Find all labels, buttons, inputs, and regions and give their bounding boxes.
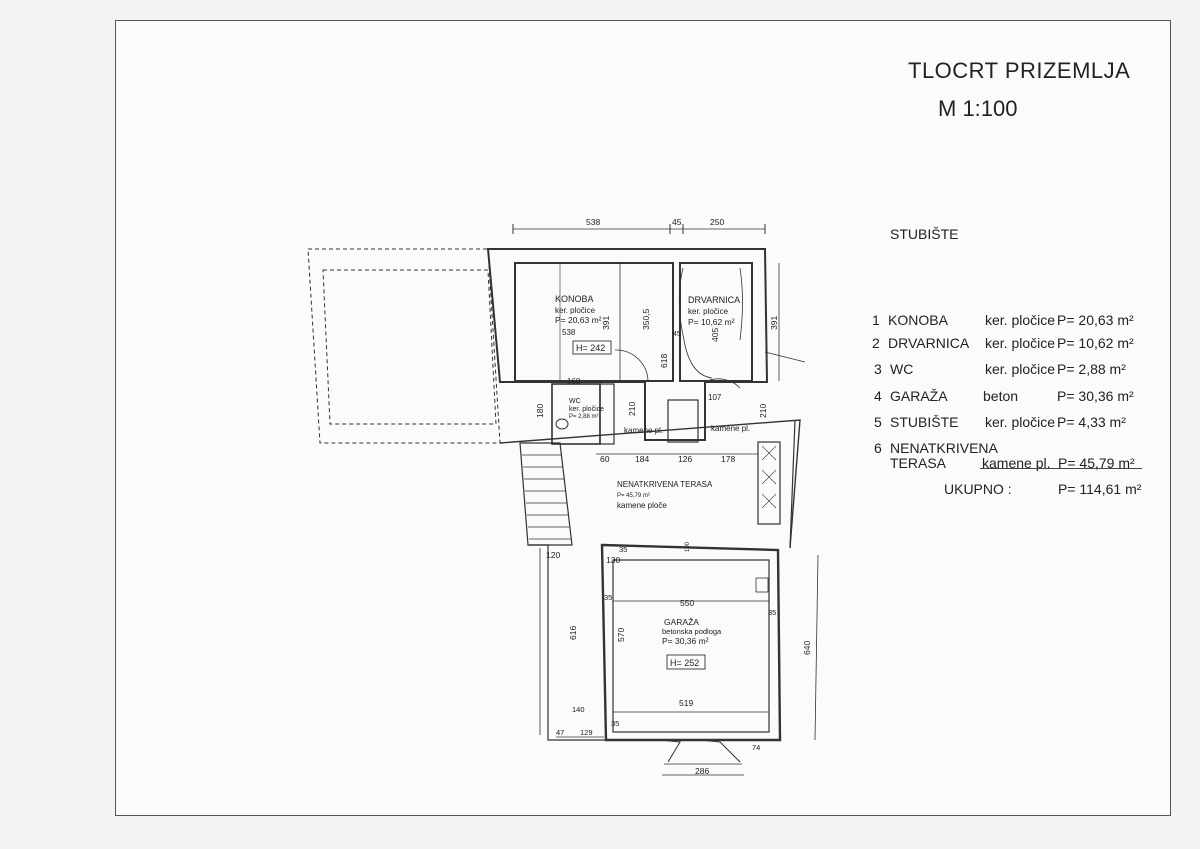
room-name: NENATKRIVENA (890, 440, 998, 456)
room-number: 4 (874, 388, 882, 404)
drawing-title: TLOCRT PRIZEMLJA (908, 58, 1131, 83)
dashed-terrace-outline (307, 248, 501, 444)
room-number: 3 (874, 361, 882, 377)
svg-text:184: 184 (635, 454, 649, 464)
svg-text:178: 178 (721, 454, 735, 464)
svg-text:P= 2,88 m²: P= 2,88 m² (569, 414, 599, 420)
svg-text:kamene ploče: kamene ploče (617, 501, 667, 510)
garaza-label: GARAŽA (664, 617, 699, 627)
svg-text:550: 550 (680, 598, 694, 608)
svg-text:130: 130 (606, 555, 620, 565)
total-rule (980, 468, 1142, 469)
room-name: DRVARNICA (888, 335, 970, 351)
svg-text:35: 35 (619, 545, 627, 554)
room-finish: ker. pločice (985, 312, 1056, 328)
svg-text:140: 140 (572, 705, 585, 714)
garage-inner (612, 559, 770, 733)
room-name: STUBIŠTE (890, 414, 959, 430)
konoba-room (514, 262, 674, 382)
svg-text:519: 519 (679, 698, 693, 708)
svg-text:107: 107 (708, 393, 722, 402)
room-name-line2: TERASA (890, 455, 947, 471)
svg-text:286: 286 (695, 766, 709, 776)
svg-text:126: 126 (678, 454, 692, 464)
svg-text:210: 210 (627, 402, 637, 416)
svg-text:405: 405 (710, 328, 720, 342)
room-name: GARAŽA (890, 388, 948, 404)
svg-text:45: 45 (672, 217, 682, 227)
garaza-height: H= 252 (670, 658, 699, 668)
total-label: UKUPNO : (944, 481, 1012, 497)
svg-text:47: 47 (556, 728, 564, 737)
room-finish: ker. pločice (985, 335, 1056, 351)
drvarnica-room (679, 262, 753, 382)
svg-text:120: 120 (546, 550, 560, 560)
terasa-label: NENATKRIVENA TERASA (617, 480, 713, 489)
drawing-sheet (115, 20, 1171, 816)
svg-text:129: 129 (580, 728, 593, 737)
room-number: 2 (872, 335, 880, 351)
svg-text:WC: WC (569, 398, 581, 405)
room-number: 5 (874, 414, 882, 430)
stairs (519, 442, 573, 546)
svg-text:210: 210 (758, 404, 768, 418)
room-area: P= 30,36 m² (1057, 388, 1134, 404)
svg-text:538: 538 (562, 328, 576, 337)
room-area: P= 2,88 m² (1057, 361, 1126, 377)
svg-text:180: 180 (535, 404, 545, 418)
dashed-inner-outline (322, 269, 497, 425)
svg-text:640: 640 (802, 641, 812, 655)
svg-text:60: 60 (600, 454, 610, 464)
svg-text:250: 250 (710, 217, 724, 227)
svg-text:P= 30,36 m²: P= 30,36 m² (662, 636, 709, 646)
room-number: 6 (874, 440, 882, 456)
konoba-height: H= 242 (576, 343, 605, 353)
room-area: P= 45,79 m² (1058, 455, 1135, 471)
svg-text:kamene pl.: kamene pl. (711, 424, 750, 433)
garage-outer-wall (600, 543, 782, 742)
drvarnica-label: DRVARNICA (688, 295, 740, 305)
svg-text:160: 160 (567, 377, 581, 386)
stair-heading: STUBIŠTE (890, 226, 959, 242)
svg-text:35: 35 (768, 608, 776, 617)
room-area: P= 4,33 m² (1057, 414, 1126, 430)
svg-text:35: 35 (604, 593, 612, 602)
svg-text:391: 391 (601, 316, 611, 330)
svg-text:538: 538 (586, 217, 600, 227)
room-number: 1 (872, 312, 880, 328)
svg-text:45: 45 (673, 331, 681, 338)
svg-text:74: 74 (752, 743, 760, 752)
drawing-scale: M 1:100 (938, 96, 1018, 121)
svg-text:100: 100 (685, 541, 691, 552)
room-finish: beton (983, 388, 1019, 404)
svg-text:618: 618 (659, 354, 669, 368)
svg-text:P= 20,63 m²: P= 20,63 m² (555, 315, 602, 325)
room-area: P= 10,62 m² (1057, 335, 1134, 351)
room-name: KONOBA (888, 312, 948, 328)
svg-text:betonska podloga: betonska podloga (662, 627, 722, 636)
konoba-label: KONOBA (555, 294, 594, 304)
room-finish: ker. pločice (985, 361, 1056, 377)
room-finish: kamene pl. (982, 455, 1051, 471)
room-name: WC (890, 361, 914, 377)
svg-text:kamene pl.: kamene pl. (624, 426, 663, 435)
svg-text:P= 10,62 m²: P= 10,62 m² (688, 317, 735, 327)
svg-text:35: 35 (611, 719, 619, 728)
svg-text:350,5: 350,5 (641, 308, 651, 330)
total-area: P= 114,61 m² (1058, 481, 1142, 497)
planter-box (757, 441, 781, 525)
room-finish: ker. pločice (985, 414, 1056, 430)
svg-text:616: 616 (568, 626, 578, 640)
svg-text:ker. pločice: ker. pločice (688, 307, 729, 316)
svg-text:ker. pločice: ker. pločice (555, 306, 596, 315)
svg-text:570: 570 (616, 628, 626, 642)
room-area: P= 20,63 m² (1057, 312, 1134, 328)
svg-text:P= 45,79 m²: P= 45,79 m² (617, 493, 650, 499)
svg-text:391: 391 (769, 316, 779, 330)
svg-text:ker. pločice: ker. pločice (569, 406, 604, 413)
